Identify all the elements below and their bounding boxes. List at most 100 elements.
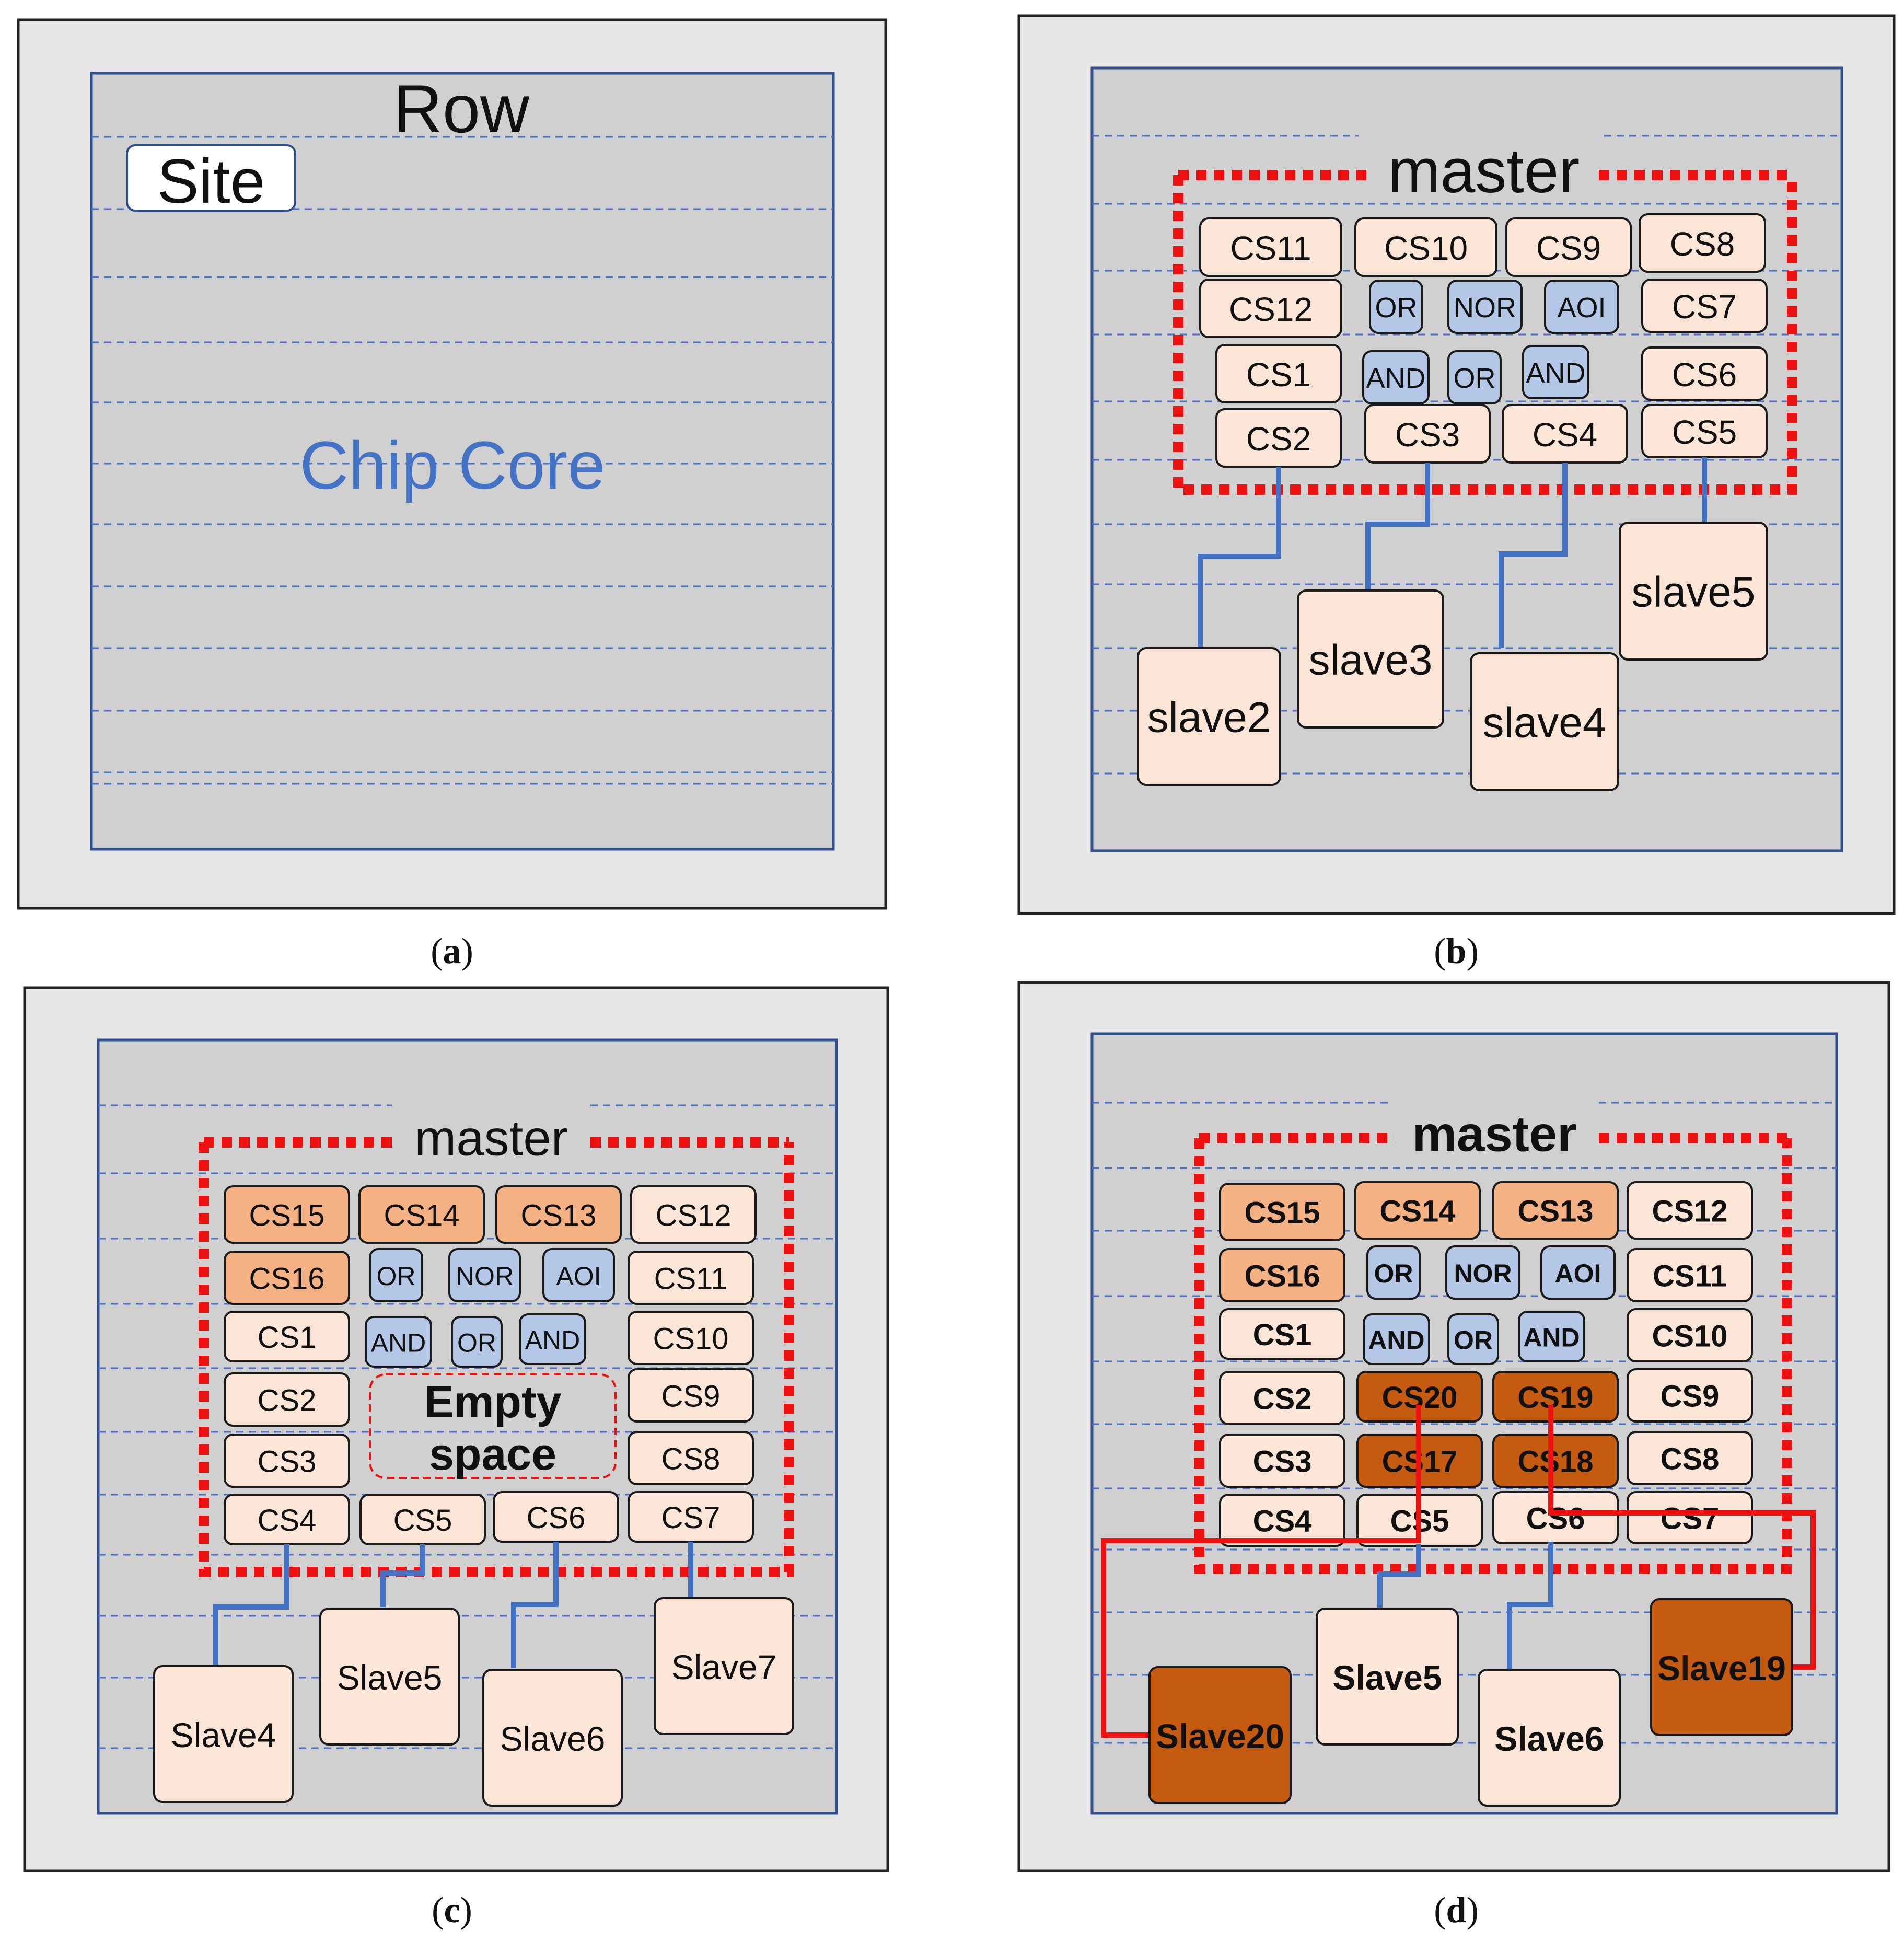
cell-cs13: CS13 xyxy=(495,1185,622,1244)
cell-label: CS2 xyxy=(1246,420,1311,458)
slave7-block: Slave7 xyxy=(654,1597,794,1735)
gate-nor: NOR xyxy=(1445,1245,1520,1300)
cell-cs12: CS12 xyxy=(630,1185,757,1244)
cell-label: CS1 xyxy=(1246,356,1311,394)
cell-cs8: CS8 xyxy=(1627,1431,1753,1485)
gate-or: OR xyxy=(451,1316,503,1368)
cell-label: slave4 xyxy=(1482,699,1606,747)
gate-or: OR xyxy=(369,1248,423,1302)
cell-label: CS5 xyxy=(393,1504,452,1538)
master-region-border xyxy=(1194,1138,1792,1574)
cell-label: CS15 xyxy=(249,1199,324,1233)
cell-label: CS3 xyxy=(258,1445,317,1479)
cell-label: slave3 xyxy=(1308,637,1432,684)
connection-wire xyxy=(1507,1542,1553,1670)
cell-label: CS10 xyxy=(1652,1320,1727,1354)
cell-label: CS14 xyxy=(1379,1195,1455,1229)
connection-wire xyxy=(1365,463,1430,591)
cell-cs6: CS6 xyxy=(1492,1491,1619,1544)
cell-cs11: CS11 xyxy=(628,1251,754,1305)
cell-label: OR xyxy=(1454,1326,1493,1355)
gate-aoi: AOI xyxy=(1544,280,1619,334)
cell-label: AND xyxy=(1366,363,1425,394)
cell-label: CS1 xyxy=(258,1321,317,1355)
cell-cs3: CS3 xyxy=(1364,404,1491,464)
cell-cs19: CS19 xyxy=(1492,1371,1619,1423)
empty-space-label: space xyxy=(429,1429,556,1479)
cell-cs9: CS9 xyxy=(1627,1368,1753,1423)
cell-label: CS1 xyxy=(1253,1318,1312,1352)
cell-cs18: CS18 xyxy=(1492,1434,1619,1488)
connection-wire xyxy=(511,1542,559,1668)
cell-label: Slave7 xyxy=(671,1648,777,1686)
gate-and: AND xyxy=(1363,1313,1430,1365)
cell-label: CS3 xyxy=(1395,416,1460,454)
cell-cs12: CS12 xyxy=(1199,279,1342,338)
cell-label: Slave5 xyxy=(1332,1658,1442,1697)
cell-label: NOR xyxy=(1454,292,1516,323)
cell-cs8: CS8 xyxy=(1639,213,1766,273)
slave6-block: Slave6 xyxy=(482,1669,623,1807)
cell-cs1: CS1 xyxy=(1215,344,1342,403)
gate-nor: NOR xyxy=(1447,280,1523,334)
cell-label: CS8 xyxy=(1661,1442,1720,1476)
cell-label: CS9 xyxy=(661,1380,721,1414)
cell-label: CS8 xyxy=(1670,225,1735,263)
empty-space-label: Empty xyxy=(424,1377,562,1427)
cell-cs1: CS1 xyxy=(1219,1308,1345,1360)
cell-cs2: CS2 xyxy=(224,1372,350,1427)
gate-and: AND xyxy=(519,1313,586,1365)
cell-label: CS5 xyxy=(1672,413,1737,451)
gate-and: AND xyxy=(365,1316,432,1368)
master-region-border xyxy=(199,1142,794,1577)
gate-and: AND xyxy=(1522,345,1589,399)
slave5-block: slave5 xyxy=(1619,522,1768,661)
cell-label: CS14 xyxy=(384,1199,459,1233)
cell-label: CS2 xyxy=(258,1384,317,1418)
cell-label: CS8 xyxy=(661,1442,721,1476)
cell-cs3: CS3 xyxy=(224,1434,350,1488)
cell-label: OR xyxy=(1375,292,1418,323)
cell-label: OR xyxy=(1374,1259,1413,1288)
cell-cs6: CS6 xyxy=(493,1491,619,1543)
slave6-block: Slave6 xyxy=(1478,1669,1621,1807)
gate-or: OR xyxy=(1447,1313,1499,1365)
cell-label: OR xyxy=(457,1328,496,1358)
cell-cs16: CS16 xyxy=(1219,1248,1345,1302)
cell-label: CS4 xyxy=(1533,416,1598,454)
cell-cs10: CS10 xyxy=(1627,1308,1753,1362)
cell-label: CS11 xyxy=(1653,1259,1727,1293)
cell-label: Slave6 xyxy=(1494,1719,1604,1758)
slave5-block: Slave5 xyxy=(1316,1608,1459,1746)
cell-cs11: CS11 xyxy=(1199,217,1342,277)
slave19-block: Slave19 xyxy=(1650,1598,1793,1736)
cell-label: CS4 xyxy=(258,1504,317,1538)
cell-cs11: CS11 xyxy=(1627,1248,1753,1302)
cell-label: CS19 xyxy=(1517,1381,1593,1415)
cell-label: CS2 xyxy=(1253,1382,1312,1416)
cell-cs2: CS2 xyxy=(1215,408,1342,468)
cell-label: AND xyxy=(1526,357,1585,389)
cell-label: CS6 xyxy=(1672,356,1737,394)
slave4-block: slave4 xyxy=(1470,652,1619,791)
cell-cs4: CS4 xyxy=(1502,404,1628,464)
red-connection-wire xyxy=(1101,1405,1421,1738)
cell-label: CS15 xyxy=(1244,1196,1320,1230)
master-label: master xyxy=(1412,1106,1577,1162)
cell-cs10: CS10 xyxy=(628,1311,754,1365)
gate-nor: NOR xyxy=(448,1248,521,1302)
cell-label: CS16 xyxy=(1244,1259,1320,1293)
cell-label: CS4 xyxy=(1253,1505,1312,1539)
cell-cs1: CS1 xyxy=(224,1311,350,1362)
cell-cs5: CS5 xyxy=(359,1494,486,1545)
cell-label: CS10 xyxy=(653,1322,728,1356)
slave3-block: slave3 xyxy=(1297,589,1444,729)
cell-label: CS7 xyxy=(1661,1502,1720,1536)
cell-label: CS12 xyxy=(1652,1195,1727,1229)
cell-cs3: CS3 xyxy=(1219,1434,1345,1488)
cell-label: Slave5 xyxy=(337,1658,443,1697)
cell-label: CS11 xyxy=(1230,229,1311,267)
cell-label: AND xyxy=(1368,1326,1424,1355)
cell-label: CS12 xyxy=(1229,291,1313,328)
